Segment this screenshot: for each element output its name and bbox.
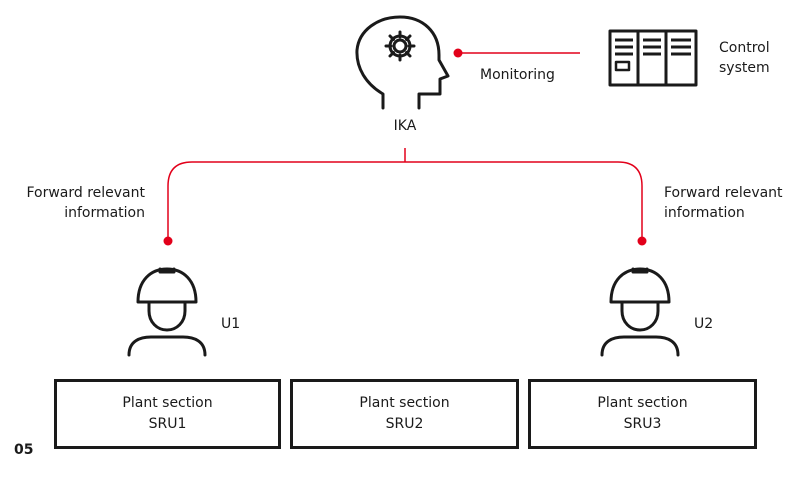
- connector-dot-right: [637, 236, 647, 246]
- distribution-connector: [167, 148, 643, 241]
- user-label-u2: U2: [694, 316, 714, 332]
- forward-left-line2: information: [64, 205, 145, 221]
- monitoring-label: Monitoring: [480, 67, 555, 83]
- figure-number: 05: [14, 442, 34, 458]
- plant-section-title: Plant section: [597, 395, 688, 411]
- connector-dot-left: [163, 236, 173, 246]
- plant-section-code: SRU2: [385, 416, 424, 432]
- plant-section-title: Plant section: [122, 395, 213, 411]
- monitoring-connector: [453, 48, 580, 58]
- plant-section-title: Plant section: [359, 395, 450, 411]
- forward-right-line2: information: [664, 205, 745, 221]
- head-gear-icon: [355, 15, 450, 110]
- forward-label-right: Forward relevant information: [664, 183, 783, 223]
- agent-label: IKA: [393, 118, 417, 134]
- control-cabinet-icon: [608, 29, 698, 87]
- control-system-line1: Control: [719, 40, 770, 56]
- forward-label-left: Forward relevant information: [26, 183, 145, 223]
- worker-icon: [600, 267, 680, 357]
- plant-section-sru3: Plant section SRU3: [528, 379, 757, 449]
- control-system-line2: system: [719, 60, 770, 76]
- plant-section-code: SRU3: [623, 416, 662, 432]
- plant-section-code: SRU1: [148, 416, 187, 432]
- plant-section-sru2: Plant section SRU2: [290, 379, 519, 449]
- user-label-u1: U1: [221, 316, 241, 332]
- forward-left-line1: Forward relevant: [26, 185, 145, 201]
- forward-right-line1: Forward relevant: [664, 185, 783, 201]
- worker-icon: [127, 267, 207, 357]
- control-system-label: Control system: [719, 38, 770, 78]
- plant-section-sru1: Plant section SRU1: [54, 379, 281, 449]
